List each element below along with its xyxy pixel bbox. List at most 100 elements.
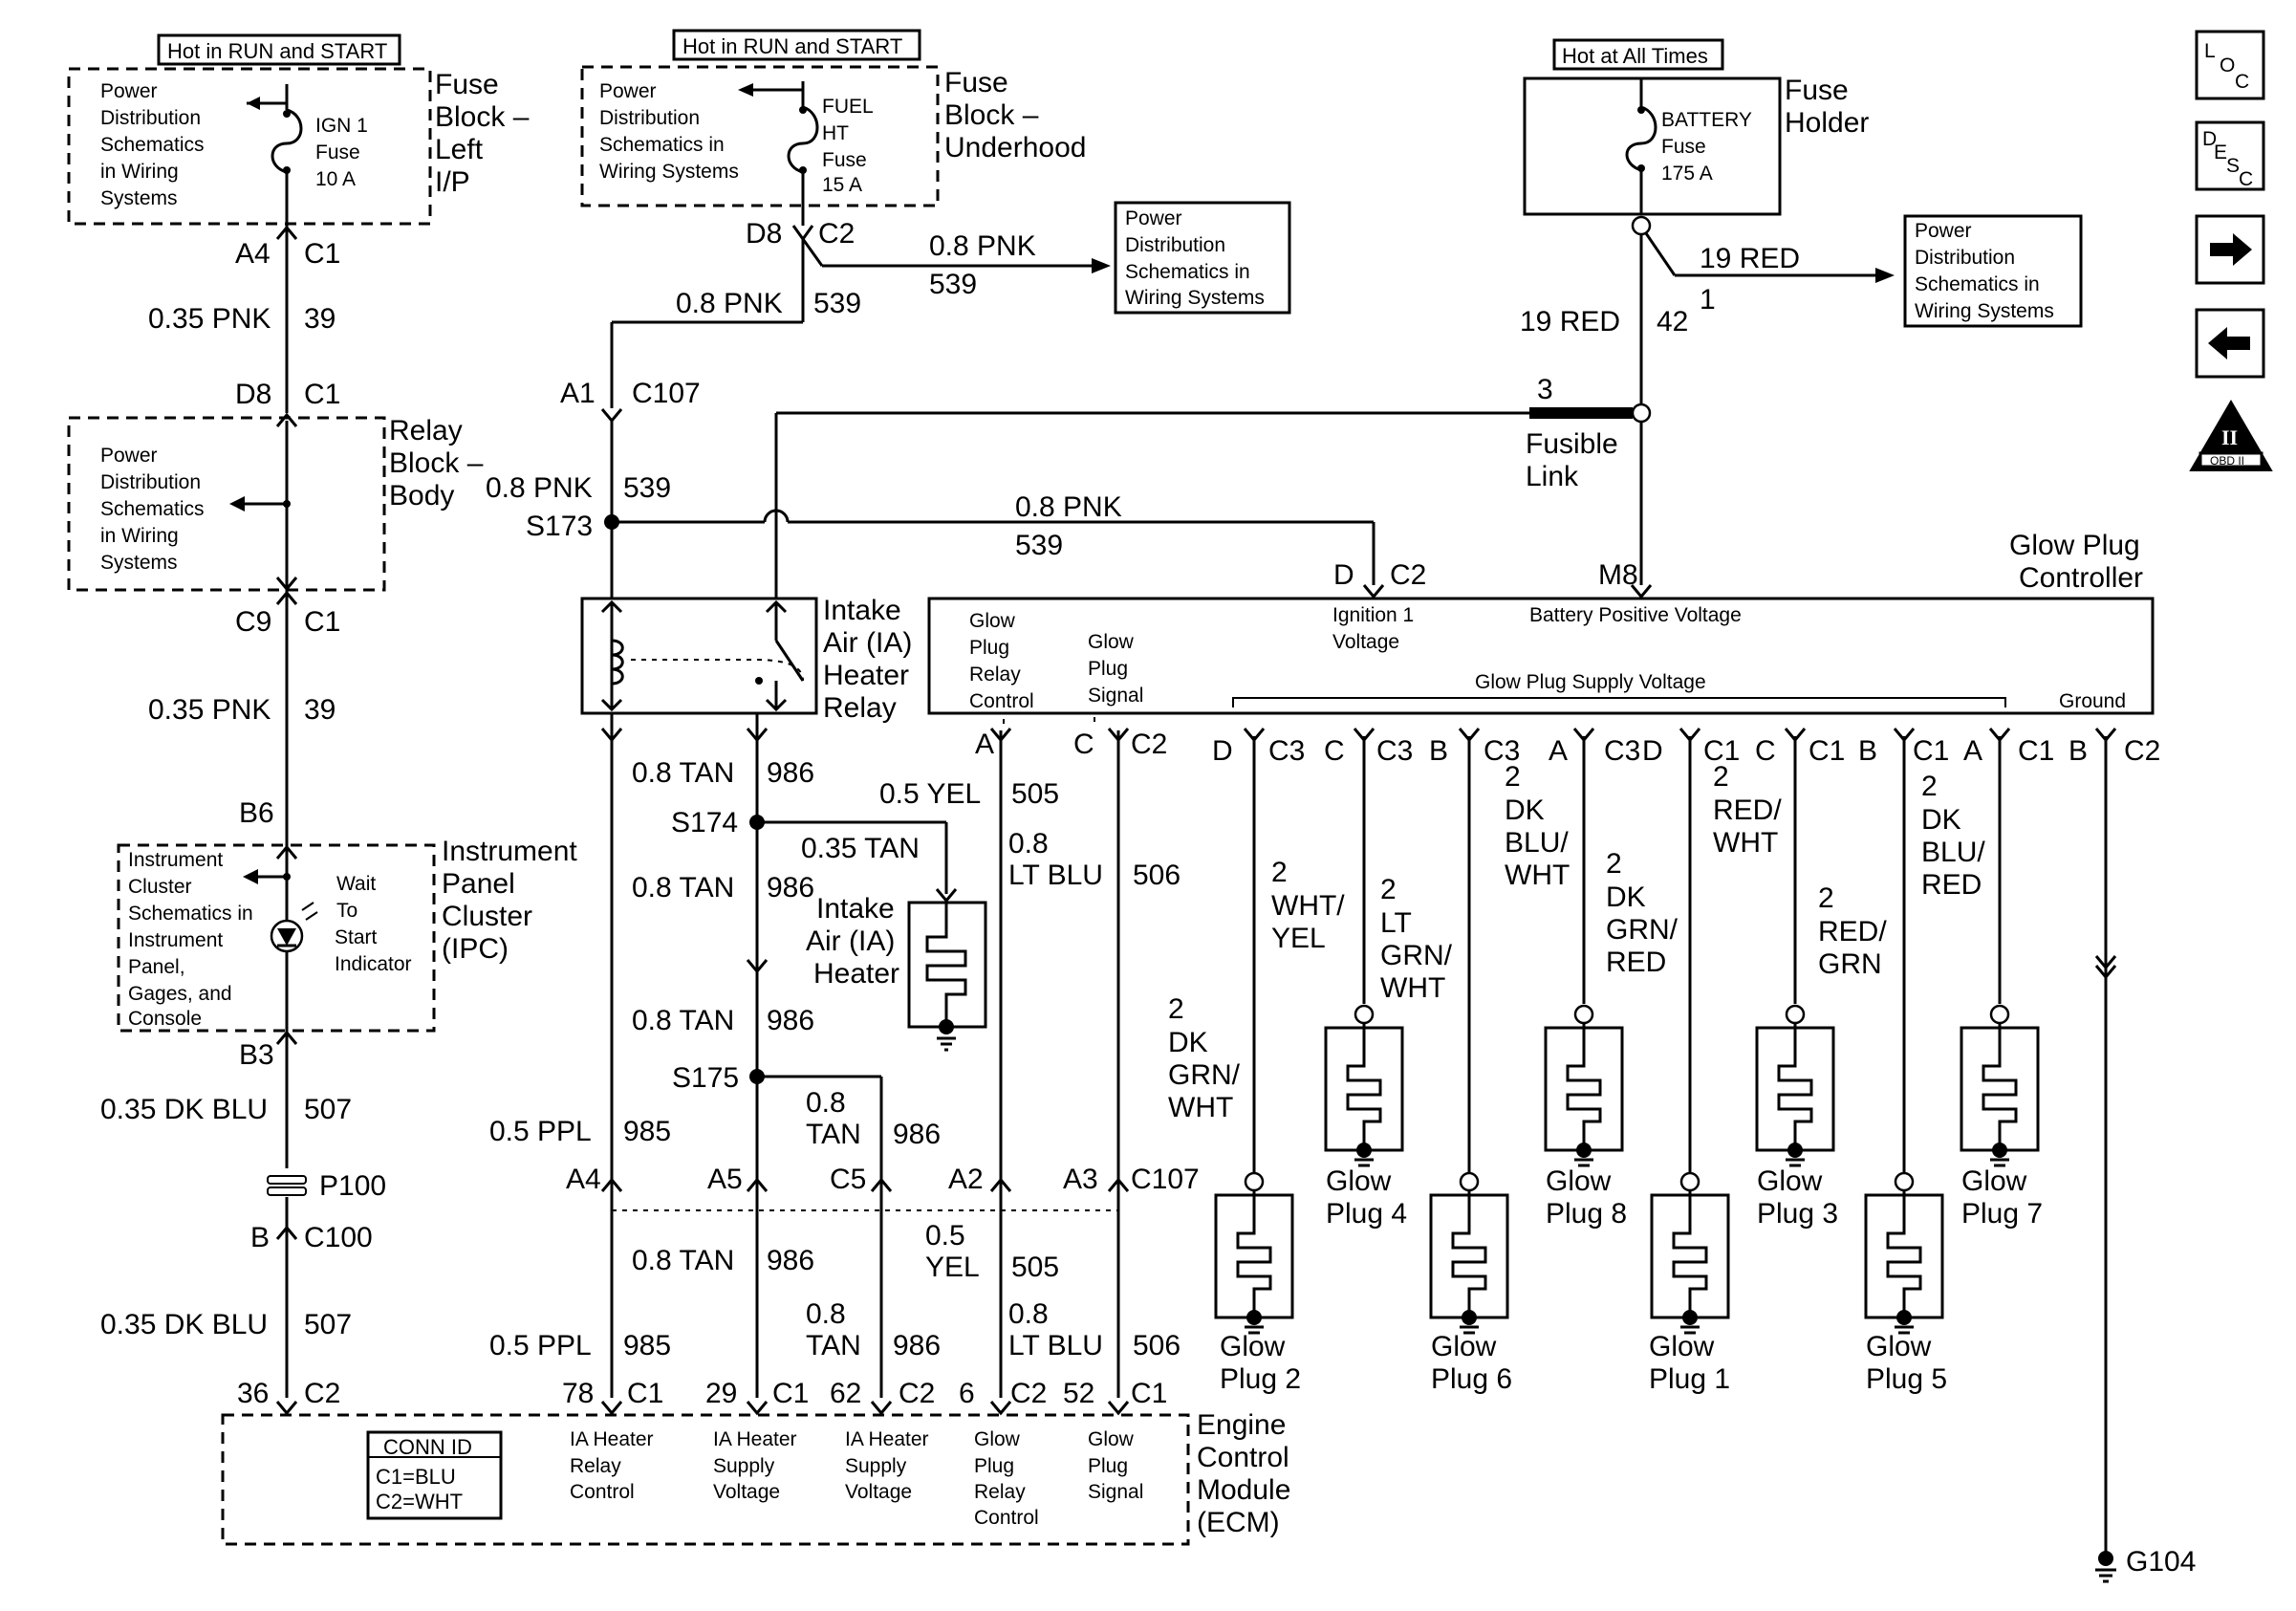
connector-label: C1 <box>1913 735 1949 767</box>
glow-plug-label: Plug 8 <box>1546 1198 1627 1230</box>
connector-label: C1 <box>1703 735 1740 767</box>
glow-plug-element-icon <box>1982 1045 2018 1150</box>
pds5-text: Power <box>100 445 158 467</box>
wire-label: GRN <box>1818 948 1882 980</box>
fuse-icon <box>787 105 819 174</box>
wire-label: 986 <box>893 1330 941 1361</box>
connector-label: P100 <box>319 1170 386 1202</box>
ecm-pin-label: Glow <box>974 1428 1021 1450</box>
gpc-pin-label: Plug <box>1088 658 1128 680</box>
relay-block-label: Body <box>389 480 454 512</box>
connector-label: B <box>2069 735 2088 767</box>
glow-plug-label: Plug 5 <box>1866 1363 1947 1395</box>
connector-label: C1 <box>304 606 340 638</box>
pds1-text: Power <box>100 80 158 102</box>
glow-plug-label: Glow <box>1326 1165 1392 1197</box>
connector-label: 78 <box>562 1378 594 1409</box>
connector-label: 6 <box>959 1378 975 1409</box>
obd-ii-button[interactable]: II OBD II <box>2189 400 2273 471</box>
arrow-icon <box>243 869 258 884</box>
gpc-label: Controller <box>2019 562 2143 594</box>
connector-label: 1 <box>1700 284 1716 316</box>
obd-label: II <box>2221 425 2238 449</box>
connector-label: 3 <box>1537 374 1553 405</box>
wire-label: TAN <box>806 1119 861 1150</box>
ign1-label: 10 A <box>315 168 356 190</box>
connector-label: 29 <box>705 1378 737 1409</box>
connector-label: B6 <box>239 797 274 829</box>
battery-fuse-label: 175 A <box>1661 163 1713 185</box>
fuse-holder-box <box>1523 76 1782 216</box>
wts-label: Wait <box>336 873 376 895</box>
wire-label: 0.35 PNK <box>148 694 271 726</box>
ign1-label: Fuse <box>315 142 360 163</box>
connector-label: B <box>1858 735 1877 767</box>
ground-label: G104 <box>2126 1546 2196 1578</box>
connector-label: C <box>1755 735 1776 767</box>
wire-label: GRN/ <box>1606 914 1679 946</box>
glow-plug-label: Glow <box>1757 1165 1823 1197</box>
loc-button[interactable] <box>2195 30 2265 100</box>
gpc-label: Glow Plug <box>2009 530 2140 561</box>
connector-label: M8 <box>1598 559 1638 591</box>
gpc-pin-label: Ignition 1 <box>1332 604 1414 626</box>
fuel-fuse-label: FUEL <box>822 96 874 118</box>
gpc-pin-label: Voltage <box>1332 631 1399 653</box>
glow-plug-element-icon <box>1236 1212 1272 1317</box>
pds1-text: Schematics <box>100 134 205 156</box>
desc-letter: C <box>2239 168 2253 190</box>
ecm-box <box>221 1413 1190 1546</box>
connector-label: C3 <box>1376 735 1413 767</box>
connector-label: C2 <box>2124 735 2160 767</box>
pds1-text: Distribution <box>100 107 201 129</box>
connector-label: D <box>1212 735 1233 767</box>
desc-button[interactable] <box>2195 120 2265 191</box>
wire-label: 0.8 TAN <box>632 1245 734 1276</box>
ecm-pin-label: IA Heater <box>570 1428 654 1450</box>
connector-label: C2 <box>1390 559 1426 591</box>
wire-label: RED <box>1606 947 1666 978</box>
pds4-text: Schematics in <box>1915 273 2040 295</box>
pds3-text: Schematics in <box>1125 261 1250 283</box>
ecm-pin-label: Voltage <box>845 1481 912 1503</box>
desc-letter: E <box>2214 142 2227 163</box>
connector-label: A4 <box>235 238 271 270</box>
connector-label: C3 <box>1604 735 1640 767</box>
ecm-pin-label: Plug <box>1088 1455 1128 1477</box>
wire-label: 0.5 PPL <box>489 1330 592 1361</box>
wire-label: DK <box>1168 1027 1208 1058</box>
desc-letter: D <box>2202 128 2217 150</box>
glow-plug-label: Plug 1 <box>1649 1363 1730 1395</box>
connector-label: A3 <box>1063 1164 1098 1195</box>
wire-label: 505 <box>1011 1252 1059 1283</box>
wire-label: 2 <box>1921 771 1938 802</box>
ipc-label: (IPC) <box>442 933 509 965</box>
wire-label: 42 <box>1657 306 1688 337</box>
ipc-text: Console <box>128 1008 202 1030</box>
gpc-pin-label: Plug <box>969 637 1009 659</box>
arrow-left-icon <box>2208 327 2250 359</box>
arrow-icon <box>229 496 245 512</box>
connector-label: D8 <box>235 379 271 410</box>
prev-button[interactable] <box>2195 308 2265 379</box>
fuse-holder-label: Fuse <box>1785 75 1849 106</box>
wire-label: 0.8 <box>806 1298 846 1330</box>
connector-label: C2 <box>899 1378 935 1409</box>
obd-label: OBD II <box>2210 454 2244 468</box>
ia-relay-label: Relay <box>823 692 897 724</box>
glow-plug-label: Glow <box>1866 1331 1932 1362</box>
connector-label: C <box>1073 729 1094 760</box>
conn-id-row: C1=BLU <box>376 1465 456 1489</box>
connector-label: C1 <box>627 1378 663 1409</box>
connector-label: C1 <box>772 1378 809 1409</box>
wire-label: LT BLU <box>1008 860 1103 891</box>
wire-label: 507 <box>304 1094 352 1125</box>
ipc-label: Instrument <box>442 836 577 867</box>
wire-label: 986 <box>893 1119 941 1150</box>
pds2-text: Wiring Systems <box>599 161 739 183</box>
wire-label: 539 <box>1015 530 1063 561</box>
wire-label: DK <box>1606 882 1646 913</box>
gpc-pin-label: Relay <box>969 664 1021 686</box>
ecm-pin-label: Relay <box>570 1455 621 1477</box>
glow-plug-label: Plug 4 <box>1326 1198 1407 1230</box>
